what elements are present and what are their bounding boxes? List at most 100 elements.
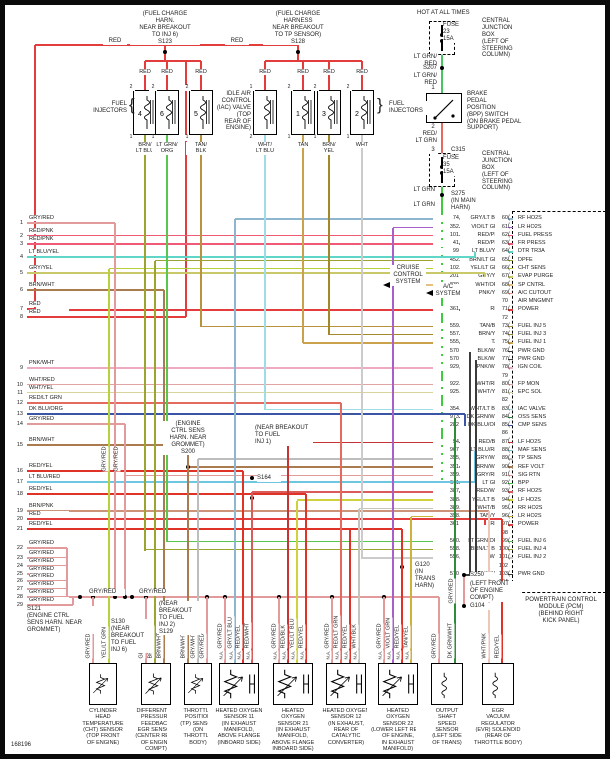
injector-output-wire: [302, 135, 304, 344]
wire-color-label: GRY/WHT: [190, 632, 197, 659]
connector-c315: C315: [451, 147, 475, 154]
splice-dot: [163, 50, 167, 54]
left-row-wire: [27, 289, 164, 291]
circuit-number: 352: [433, 223, 459, 230]
pcm-pin-function: FUEL INJ 1: [518, 339, 578, 346]
left-row-color: GRY/RED: [29, 597, 69, 604]
pcm-pin-number: 90: [495, 463, 508, 470]
wire-label-ltgrn: LT GRN: [403, 187, 435, 194]
left-row-wire: [27, 596, 80, 598]
pcm-pin-wire: [235, 218, 513, 220]
svg-text:6: 6: [160, 111, 164, 118]
pcm-pin-function: FUEL INJ 6: [518, 537, 578, 545]
wire: [441, 173, 443, 183]
left-row-wire: [27, 580, 67, 582]
pcm-pin-connector: (: [508, 388, 510, 395]
pcm-pin-number: 72: [495, 314, 508, 321]
pin-na-label: N.A.: [343, 650, 349, 659]
svg-text:5: 5: [194, 111, 198, 118]
pcm-pin-function: PWR GND: [518, 355, 578, 363]
wire: [114, 223, 116, 597]
left-row-number: 18: [9, 490, 23, 497]
left-row-number: 4: [9, 253, 23, 260]
left-row-wire: [27, 222, 115, 224]
pcm-pin-wire: [35, 309, 513, 311]
iac-valve-label: IDLE AIR CONTROL (IAC) VALVE (TOP REAR O…: [213, 91, 251, 133]
sensor-wire: [392, 227, 394, 663]
pcm-pin-number: 83: [495, 405, 508, 412]
pcm-pin-wire: [27, 367, 513, 369]
component-pin: 2: [344, 84, 352, 91]
wire-color-name: RED/BLK: [460, 438, 502, 445]
component-pin: 1: [247, 84, 255, 91]
sensor-wire: [234, 219, 236, 663]
bpp-pin-1: 1: [429, 85, 437, 92]
pcm-pin-function: RF HO2S: [518, 215, 578, 222]
sensor-wire: [108, 269, 110, 663]
pcm-pin-number: 96: [495, 513, 508, 520]
hot-at-all-times: HOT AT ALL TIMES: [417, 10, 489, 17]
left-row-wire: [27, 481, 475, 483]
pcm-pin-wire: [329, 334, 513, 336]
dpfe-egr-sensor: [141, 663, 171, 705]
wire-color-label: RED/YEL: [342, 624, 349, 649]
svg-text:2: 2: [355, 111, 359, 118]
pcm-pin-function: MAF SENS: [518, 446, 578, 454]
pcm-pin-number: 70: [495, 298, 508, 305]
wire: [441, 157, 443, 167]
wire-color-label: GRY/RED: [431, 633, 438, 659]
wire-color-name: LT BLU/RED: [460, 446, 502, 454]
circuit-number: 74: [433, 215, 459, 222]
pcm-pin-connector: (: [508, 537, 510, 544]
pcm-pin-connector: (: [508, 355, 510, 362]
wire-color-label: BRN/WHT: [156, 632, 163, 659]
wire: [484, 519, 486, 526]
wire-color-name: RED/PNK: [460, 231, 502, 239]
pcm-pin-function: TP SENS: [518, 455, 578, 462]
wire-color-name: WHT/YEL: [460, 389, 502, 396]
wire-color-label: GRY/RED: [376, 623, 383, 649]
fuel-injectors-left: FUEL INJECTORS: [87, 101, 127, 115]
wire: [264, 61, 266, 90]
svg-text:3: 3: [322, 111, 326, 118]
left-row-color: GRY/RED: [29, 550, 69, 557]
pcm-pin-number: 88: [495, 446, 508, 454]
left-row-number: 3: [9, 240, 23, 247]
pcm-pin-number: 85: [495, 422, 508, 429]
injector-output-wire: [166, 135, 168, 543]
wire-color-name: LT BLU/YEL: [460, 248, 502, 255]
fuel-injector-6: 6: [155, 90, 179, 135]
circuit-number: 201: [433, 273, 459, 280]
component-pin: 2: [247, 134, 255, 141]
sensor-wire: [410, 517, 412, 663]
pin-na-label: N.A.: [404, 650, 410, 659]
pcm-pin-number: 61: [495, 223, 508, 230]
tp-sensor: [184, 663, 212, 705]
pcm-pin-wire: [198, 458, 513, 460]
wire-color-label: RED/WHT: [244, 622, 251, 649]
component-pin: 1: [344, 134, 352, 141]
pcm-pin-function: AIR MNGMNT: [518, 298, 578, 305]
pcm-pin-connector: (: [508, 305, 510, 312]
wire-color-label: GRY/RED: [324, 623, 331, 649]
pcm-pin-function: DTR TR3A: [518, 248, 578, 255]
left-row-number: 26: [9, 577, 23, 584]
splice-dot: [440, 165, 444, 169]
pcm-pin-connector: (: [508, 421, 510, 428]
pcm-pin-function: SIG RTN: [518, 471, 578, 479]
pcm-pin-connector: (: [508, 363, 510, 370]
wire-label-red: RED: [156, 69, 178, 76]
pin-na-label: N.A.: [299, 650, 305, 659]
pcm-pin-number: 91: [495, 471, 508, 479]
sensor-wire: [331, 597, 333, 663]
left-row-number: 8: [9, 313, 23, 320]
brace-left: {: [129, 95, 135, 114]
left-row-color: BRN/PNK: [29, 503, 69, 510]
pcm-pin-wire: [297, 499, 513, 501]
pcm-pin-connector: (: [508, 339, 510, 346]
wire-color-label: WHT: [347, 142, 377, 149]
bpp-switch: BRAKE PEDAL POSITION (BPP) SWITCH (ON BR…: [467, 91, 527, 133]
wire-color-name: BLK/WHT: [460, 347, 502, 355]
ac-arrow: [426, 290, 433, 297]
circuit-number: 973: [433, 413, 459, 421]
